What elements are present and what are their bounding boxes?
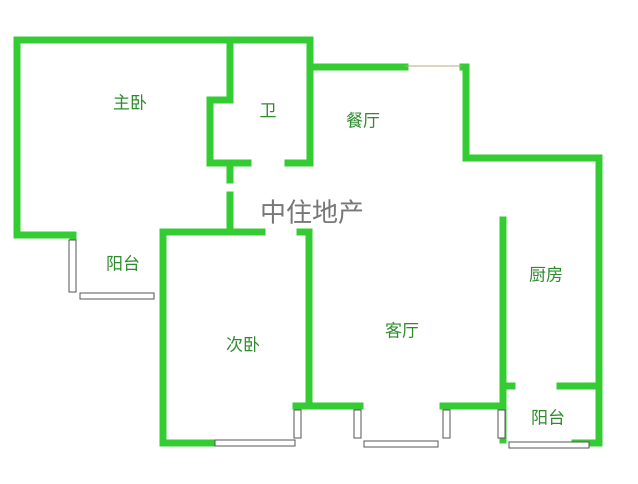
wall-lines bbox=[13, 36, 603, 447]
second-bedroom-top-wall bbox=[159, 191, 234, 447]
room-label-living-room: 客厅 bbox=[385, 321, 419, 342]
room-label-master-bedroom: 主卧 bbox=[113, 93, 147, 114]
living-right-side-window bbox=[442, 409, 451, 439]
second-bedroom-side-window bbox=[293, 409, 302, 439]
balcony-2-side-window bbox=[497, 409, 506, 439]
bath-right-wall bbox=[226, 36, 314, 167]
second-bedroom-window bbox=[214, 439, 296, 447]
room-label-balcony-2: 阳台 bbox=[531, 408, 565, 429]
room-label-kitchen: 厨房 bbox=[529, 265, 563, 286]
balcony-1-side-window bbox=[68, 239, 77, 293]
balcony-1-bottom-window bbox=[79, 292, 155, 300]
balcony-2-bottom-window bbox=[508, 441, 590, 449]
outer-wall-top-left bbox=[13, 36, 234, 244]
room-label-dining: 餐厅 bbox=[346, 111, 380, 132]
brand-watermark: 中住地产 bbox=[259, 198, 365, 229]
room-label-balcony-1: 阳台 bbox=[106, 254, 140, 275]
room-label-second-bedroom: 次卧 bbox=[226, 335, 260, 356]
dining-right-wall bbox=[459, 63, 603, 447]
living-left-side-window bbox=[353, 409, 362, 439]
living-left-wall bbox=[296, 228, 364, 410]
living-bottom-window bbox=[363, 440, 439, 448]
windows bbox=[68, 65, 590, 449]
bath-left-wall bbox=[206, 36, 252, 167]
room-label-bathroom: 卫 bbox=[259, 101, 277, 122]
